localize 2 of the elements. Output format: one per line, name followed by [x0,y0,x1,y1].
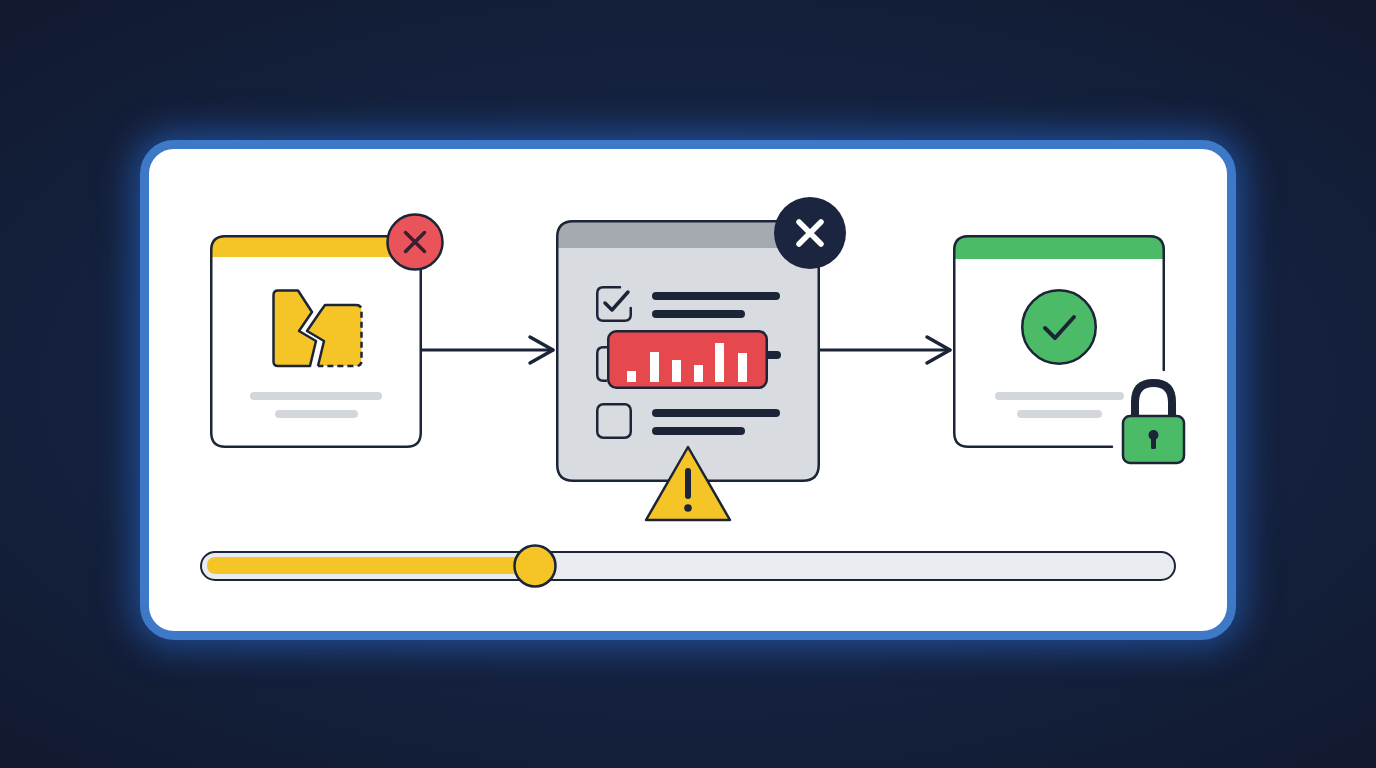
arrow [420,335,555,365]
arrow [818,335,952,365]
